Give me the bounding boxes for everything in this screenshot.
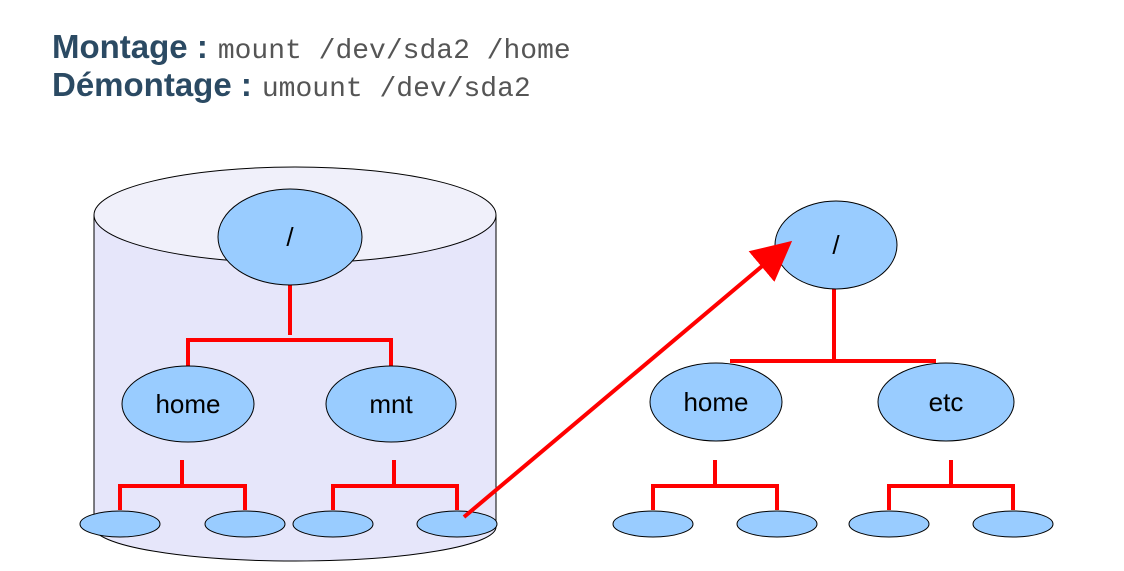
left-tree-connectors [118,284,459,510]
left-leaf-node [79,510,161,538]
right-home-node [649,362,783,442]
right-leaf-node [612,510,694,538]
umount-label: Démontage : [52,66,252,103]
mount-arrow [462,240,793,519]
left-mnt-label: mnt [369,389,413,419]
right-home-branch [651,484,779,510]
umount-line: Démontage : umount /dev/sda2 [52,68,571,106]
left-tree: / home mnt [79,188,498,538]
right-home-label: home [683,387,748,417]
left-leaf-node [204,510,286,538]
umount-command: umount /dev/sda2 [261,74,531,105]
left-mnt-node [325,365,457,443]
right-etc-label: etc [929,387,964,417]
right-leaf-node [736,510,818,538]
right-tree: / home etc [612,200,1054,538]
left-leaf-node-mounted [416,510,498,538]
left-home-label: home [155,389,220,419]
left-root-label: / [286,222,294,252]
left-home-branch [118,484,247,510]
left-root-node [217,188,363,286]
mount-command: mount /dev/sda2 /home [217,36,571,67]
right-leaf-node [972,510,1054,538]
left-branch-bar [186,338,393,368]
left-mnt-branch [331,484,459,510]
left-home-node [121,365,255,443]
right-etc-node [877,362,1015,442]
command-header: Montage : mount /dev/sda2 /home Démontag… [52,30,571,106]
mount-label: Montage : [52,28,208,65]
mount-line: Montage : mount /dev/sda2 /home [52,30,571,68]
right-tree-connectors [651,287,1015,510]
right-etc-branch [887,484,1015,510]
left-leaf-node [292,510,374,538]
right-root-label: / [832,230,840,260]
right-leaf-node [848,510,930,538]
